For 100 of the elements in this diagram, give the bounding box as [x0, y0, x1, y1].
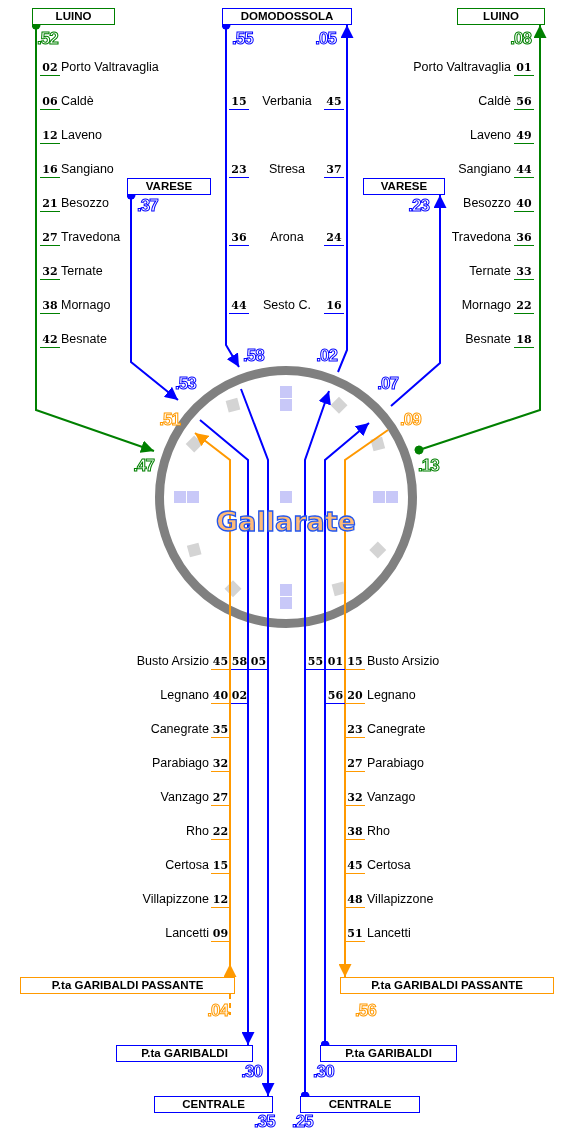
station-name: Ternate	[469, 263, 511, 279]
terminal-box: VARESE	[127, 178, 211, 195]
time-value: 18	[514, 332, 534, 348]
time-value: 21	[40, 196, 60, 212]
station-name: Arona	[270, 229, 304, 245]
station-name: Besozzo	[463, 195, 511, 211]
station-name: Villapizzone	[367, 891, 434, 907]
time-value: 27	[345, 756, 365, 772]
station-name: Sangiano	[61, 161, 114, 177]
station-name: Legnano	[160, 687, 209, 703]
minute-label: .37	[137, 197, 158, 215]
terminal-box: P.ta GARIBALDI PASSANTE	[20, 977, 235, 994]
time-value: 15	[229, 94, 249, 110]
terminal-box: CENTRALE	[154, 1096, 273, 1113]
time-value: 32	[345, 790, 365, 806]
time-value: 23	[345, 722, 365, 738]
station-name: Mornago	[461, 297, 511, 313]
time-value: 01	[326, 654, 345, 670]
route-arrow	[390, 194, 447, 407]
station-name: Travedona	[61, 229, 121, 245]
time-value: 42	[40, 332, 60, 348]
minute-label: .47	[133, 457, 154, 475]
station-name: Porto Valtravaglia	[61, 59, 159, 75]
time-value: 12	[211, 892, 230, 908]
station-name: Vanzago	[160, 789, 209, 805]
time-value: 45	[211, 654, 230, 670]
time-value: 38	[345, 824, 365, 840]
minute-label: .08	[510, 30, 531, 48]
terminal-box: DOMODOSSOLA	[222, 8, 352, 25]
time-value: 35	[211, 722, 230, 738]
time-value: 56	[514, 94, 534, 110]
minute-label: .02	[316, 347, 337, 365]
station-name: Stresa	[268, 161, 306, 177]
station-name: Certosa	[165, 857, 209, 873]
station-name: Besnate	[465, 331, 511, 347]
time-value: 49	[514, 128, 534, 144]
time-value: 24	[324, 230, 344, 246]
terminal-box: P.ta GARIBALDI	[320, 1045, 457, 1062]
station-name: Vanzago	[367, 789, 416, 805]
route-arrow	[240, 388, 275, 1097]
time-value: 05	[249, 654, 268, 670]
time-value: 51	[345, 926, 365, 942]
time-value: 15	[211, 858, 230, 874]
time-value: 36	[229, 230, 249, 246]
time-value: 40	[514, 196, 534, 212]
time-value: 02	[231, 688, 248, 704]
terminal-box: CENTRALE	[300, 1096, 420, 1113]
station-name: Canegrate	[150, 721, 209, 737]
time-value: 01	[514, 60, 534, 76]
station-name: Lancetti	[165, 925, 209, 941]
minute-label: .30	[313, 1063, 334, 1081]
time-value: 32	[211, 756, 230, 772]
route-arrow	[414, 24, 547, 455]
route-arrow	[199, 419, 255, 1046]
minute-label: .13	[418, 457, 439, 475]
minute-label: .23	[408, 197, 429, 215]
time-value: 22	[514, 298, 534, 314]
station-name: Travedona	[451, 229, 511, 245]
station-name: Caldè	[61, 93, 94, 109]
time-value: 55	[306, 654, 325, 670]
station-name: Caldè	[478, 93, 511, 109]
time-value: 56	[326, 688, 345, 704]
station-name: Sangiano	[458, 161, 511, 177]
time-value: 16	[40, 162, 60, 178]
station-name: Ternate	[61, 263, 103, 279]
station-name: Parabiago	[152, 755, 209, 771]
time-value: 15	[345, 654, 365, 670]
station-name: Laveno	[470, 127, 511, 143]
station-name: Rho	[367, 823, 390, 839]
time-value: 09	[211, 926, 230, 942]
station-name: Porto Valtravaglia	[413, 59, 511, 75]
terminal-box: LUINO	[457, 8, 545, 25]
terminal-box: VARESE	[363, 178, 445, 195]
time-value: 36	[514, 230, 534, 246]
time-value: 20	[345, 688, 365, 704]
minute-label: .30	[241, 1063, 262, 1081]
time-value: 40	[211, 688, 230, 704]
time-value: 44	[514, 162, 534, 178]
time-value: 22	[211, 824, 230, 840]
station-name: Verbania	[262, 93, 312, 109]
station-name: Lancetti	[367, 925, 411, 941]
terminal-box: P.ta GARIBALDI	[116, 1045, 253, 1062]
time-value: 23	[229, 162, 249, 178]
station-name: Villapizzone	[142, 891, 209, 907]
station-name: Busto Arsizio	[136, 653, 209, 669]
time-value: 33	[514, 264, 534, 280]
time-value: 12	[40, 128, 60, 144]
minute-label: .56	[355, 1002, 376, 1020]
station-name: Parabiago	[367, 755, 424, 771]
minute-label: .51	[159, 411, 180, 429]
route-arrow	[194, 432, 237, 1016]
station-name: Besnate	[61, 331, 107, 347]
route-arrow	[338, 429, 389, 978]
station-name: Mornago	[61, 297, 111, 313]
route-arrow	[337, 24, 354, 373]
terminal-box: LUINO	[32, 8, 115, 25]
time-value: 16	[324, 298, 344, 314]
station-name: Certosa	[367, 857, 411, 873]
station-name: Laveno	[61, 127, 102, 143]
station-name: Besozzo	[61, 195, 109, 211]
